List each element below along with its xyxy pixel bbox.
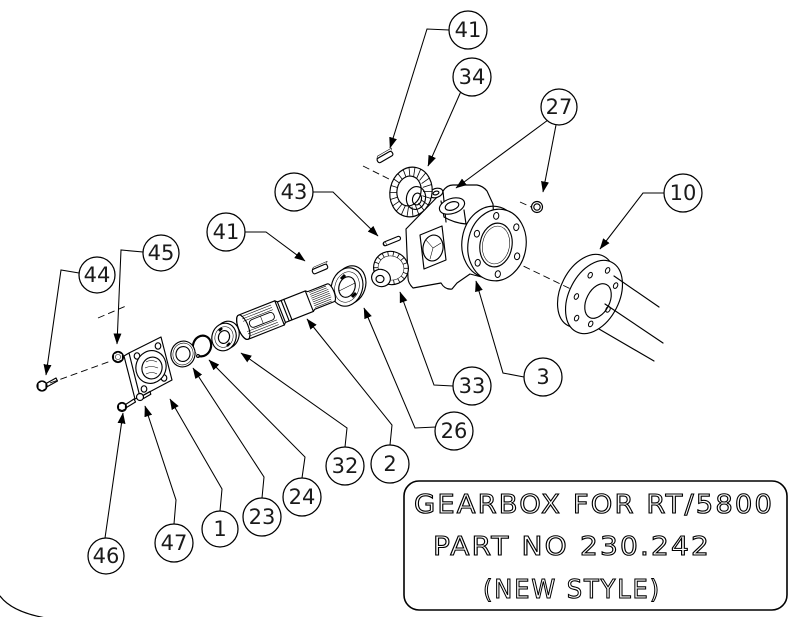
title-block: GEARBOX FOR RT/5800 PART NO 230.242 (NEW… (403, 480, 788, 611)
bevel-gear (389, 166, 433, 218)
callout-balloon-32: 32 (325, 446, 365, 486)
callout-label: 1 (213, 517, 226, 541)
leader-34 (427, 88, 463, 167)
callout-balloon-47: 47 (154, 523, 194, 563)
gearbox-housing (405, 184, 527, 290)
callout-label: 33 (459, 374, 486, 398)
callout-balloon-44: 44 (78, 256, 116, 294)
screw-right (135, 390, 152, 402)
leader-46 (104, 412, 126, 539)
leader-27a (455, 119, 549, 189)
sheet-corner-arc (0, 595, 44, 617)
leader-1 (169, 398, 223, 512)
leader-23 (192, 367, 265, 499)
input-shaft (236, 283, 337, 341)
callout-label: 46 (93, 544, 120, 568)
bearing-rear (330, 265, 367, 307)
leader-41-top (389, 28, 450, 149)
callout-balloon-3: 3 (523, 357, 563, 397)
callout-label: 45 (148, 241, 175, 265)
callout-balloon-1: 1 (201, 510, 239, 548)
axle-tube-assembly (556, 253, 664, 362)
hex-plug (530, 200, 544, 214)
key-shaft (311, 260, 329, 275)
callout-balloon-27: 27 (540, 88, 578, 126)
leader-10 (599, 192, 664, 250)
callout-balloon-45: 45 (142, 234, 180, 272)
title-line-1: GEARBOX FOR RT/5800 (414, 490, 774, 520)
callout-label: 3 (536, 365, 549, 389)
screw-left (116, 398, 137, 413)
callout-balloon-46: 46 (87, 537, 125, 575)
callout-balloon-41-shaft: 41 (206, 212, 246, 252)
axle-flange-bolt-holes (573, 267, 619, 328)
callout-label: 26 (441, 419, 468, 443)
leader-32 (240, 352, 348, 448)
leader-3 (475, 280, 525, 378)
oil-seal (170, 340, 196, 368)
callout-label: 2 (383, 452, 396, 476)
callout-balloon-2: 2 (370, 444, 410, 484)
callout-label: 10 (670, 181, 697, 205)
leader-44 (43, 269, 80, 376)
callout-balloon-26: 26 (434, 411, 474, 451)
callout-label: 41 (455, 18, 482, 42)
callout-balloon-43: 43 (274, 172, 314, 212)
callout-balloon-33: 33 (452, 366, 492, 406)
title-block-border (403, 480, 788, 611)
callout-balloon-41-top: 41 (448, 10, 488, 50)
nut (111, 350, 125, 364)
bolt (36, 377, 59, 392)
leader-2 (306, 318, 393, 446)
title-line-2: PART NO 230.242 (433, 532, 711, 562)
leader-47 (144, 405, 177, 525)
callout-balloon-34: 34 (452, 57, 492, 97)
leader-43 (313, 191, 379, 237)
callout-balloon-10: 10 (663, 173, 703, 213)
pinion-gear (371, 250, 409, 288)
leader-41-shaft (245, 231, 306, 262)
leader-24 (208, 359, 306, 479)
leader-45 (113, 249, 144, 345)
callout-label: 24 (289, 485, 316, 509)
title-line-3: (NEW STYLE) (483, 575, 661, 605)
leader-26 (363, 307, 437, 429)
callout-label: 27 (546, 95, 573, 119)
callout-label: 47 (161, 531, 188, 555)
callout-balloons: 41 34 27 10 43 41 45 44 (78, 10, 703, 575)
callout-label: 32 (332, 454, 359, 478)
callout-label: 44 (84, 263, 111, 287)
callout-label: 34 (459, 65, 486, 89)
callout-balloon-23: 23 (242, 497, 282, 537)
bearing-front (211, 320, 240, 352)
flange-plate (123, 336, 173, 400)
leader-lines (43, 28, 664, 539)
leader-27b (541, 124, 557, 193)
leader-33 (399, 291, 454, 387)
housing-flange-bolt-holes (473, 212, 521, 278)
callout-label: 41 (213, 220, 240, 244)
key-bevel-gear (376, 147, 394, 164)
callout-balloon-24: 24 (282, 477, 322, 517)
callout-label: 23 (249, 505, 276, 529)
callout-label: 43 (281, 180, 308, 204)
roll-pin (382, 235, 402, 247)
